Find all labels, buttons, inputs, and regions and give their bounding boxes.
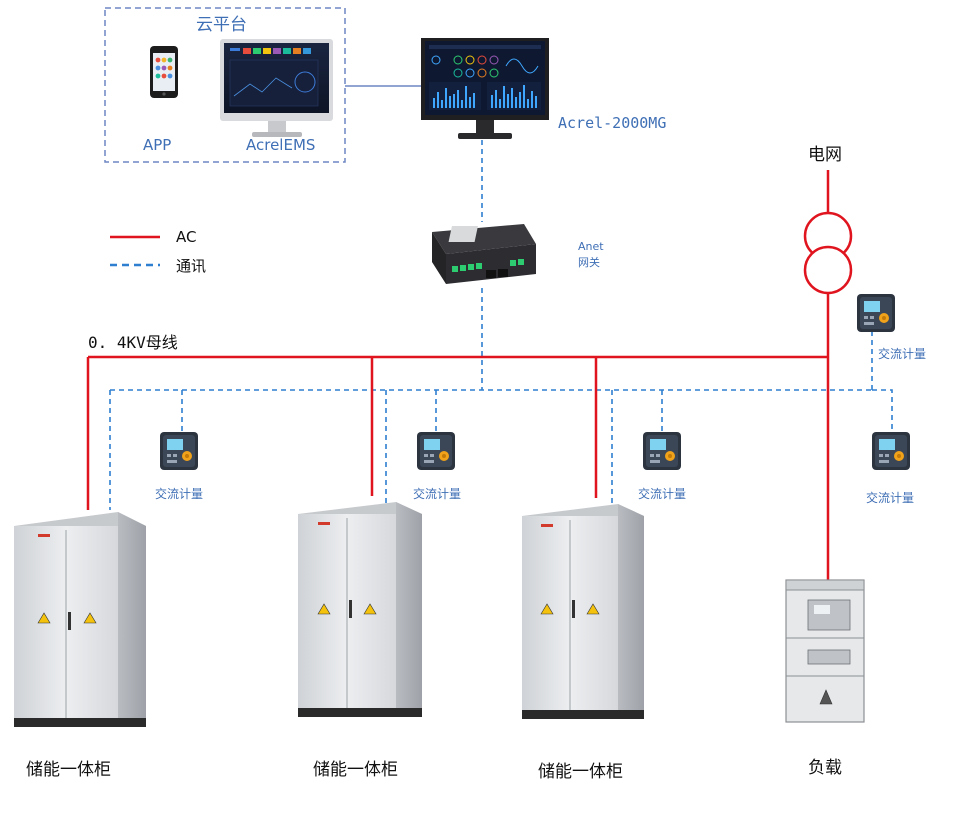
busbar-label: 0. 4KV母线 [88,333,178,352]
ac-network [86,170,830,580]
storage-cabinet-2-label: 储能一体柜 [313,760,398,780]
storage-cabinet-1-label: 储能一体柜 [26,760,111,780]
load-panel: 负载 [785,579,865,778]
ac-meter-load: 交流计量 [866,432,914,505]
acrel-2000mg-monitor [421,38,549,139]
ac-meter-2-label: 交流计量 [413,486,461,501]
ac-meter-grid: 交流计量 [857,294,926,361]
ac-meter-1-label: 交流计量 [155,486,203,501]
storage-cabinet-1: 储能一体柜 [14,512,146,780]
phone-app-icon [150,46,178,98]
ems-label: AcrelEMS [246,136,315,154]
ac-meter-grid-label: 交流计量 [878,346,926,361]
storage-cabinet-3-label: 储能一体柜 [538,762,623,782]
app-label: APP [143,136,171,154]
ac-meter-3-label: 交流计量 [638,486,686,501]
ac-meter-1: 交流计量 [155,432,203,501]
legend-ac-label: AC [176,228,196,246]
cloud-platform-title: 云平台 [196,15,247,35]
ac-meter-2: 交流计量 [413,432,461,501]
load-panel-label: 负载 [808,758,842,778]
legend: AC 通讯 [110,228,206,275]
gateway-label-line2: 网关 [578,255,600,269]
ac-meter-load-label: 交流计量 [866,490,914,505]
grid-label: 电网 [808,145,842,165]
anet-gateway-icon [432,224,536,284]
cloud-platform-box: 云平台 APP [104,7,346,163]
comm-meter-load [872,389,893,432]
ems-monitor-icon [220,39,333,137]
legend-comm-label: 通讯 [176,257,206,275]
transformer-icon [803,211,853,295]
gateway-label-line1: Anet [578,240,604,253]
ac-meter-3: 交流计量 [638,432,686,501]
storage-cabinet-2: 储能一体柜 [298,502,422,780]
storage-cabinet-3: 储能一体柜 [522,504,644,782]
communication-network [109,140,893,510]
acrel-2000mg-label: Acrel-2000MG [558,114,666,132]
